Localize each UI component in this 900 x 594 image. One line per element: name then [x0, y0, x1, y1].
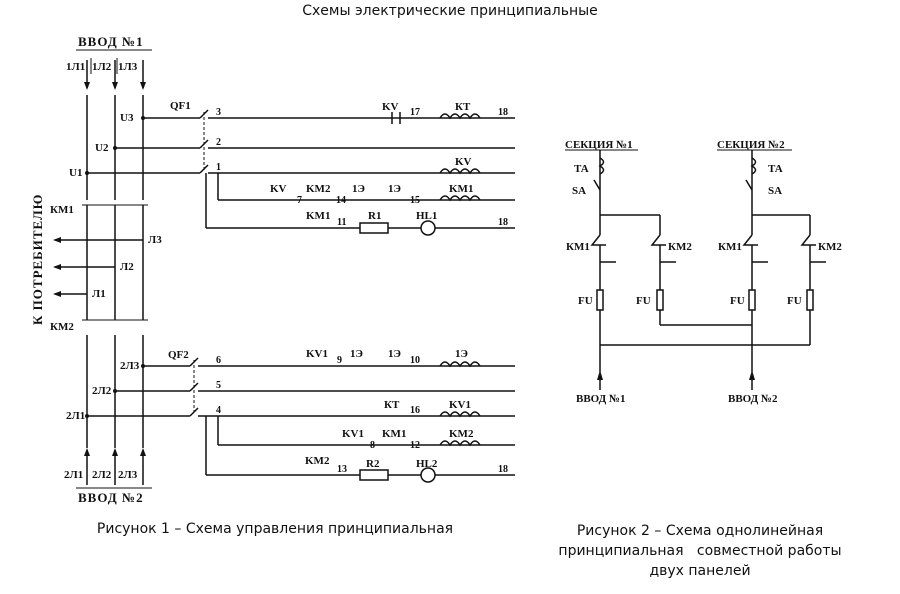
upper-r3-n2: 14 — [336, 195, 346, 206]
fu-label-1: FU — [578, 295, 593, 307]
consumer-label: К ПОТРЕБИТЕЛЮ — [30, 194, 45, 325]
bus-u1: U1 — [69, 167, 82, 179]
upper-r3-coil: KM1 — [449, 183, 473, 195]
km2-label-1: КМ2 — [668, 241, 692, 253]
qf2-breaker — [189, 357, 199, 417]
input2-label: ВВОД №2 — [78, 490, 144, 505]
section1-label: СЕКЦИЯ №1 — [565, 139, 633, 151]
upper-r2-coil: KV — [455, 156, 472, 168]
phase-1l1: 1Л1 — [66, 61, 85, 73]
lower-r4-res: R2 — [366, 458, 380, 470]
figure2-schematic: СЕКЦИЯ №1 СЕКЦИЯ №2 ТА ТА SA SA КМ1 КМ2 … — [565, 139, 842, 405]
consumer-arrows — [53, 237, 143, 297]
figure2-caption-line1: Рисунок 2 – Схема однолинейная — [576, 523, 824, 539]
fu-label-3: FU — [730, 295, 745, 307]
lower-r1-n2: 10 — [410, 355, 420, 366]
node-5: 5 — [216, 380, 221, 391]
bus-2l3: 2Л3 — [120, 360, 140, 372]
phase-2l3: 2Л3 — [118, 469, 138, 481]
out-l3: Л3 — [148, 234, 162, 246]
upper-r4-res: R1 — [368, 210, 381, 222]
lower-r1-c3: 1Э — [388, 348, 401, 360]
figure2-caption-line2: принципиальная совместной работы — [558, 543, 842, 559]
lower-r1-n1: 9 — [337, 355, 342, 366]
km1-label: КМ1 — [50, 204, 74, 216]
input1-arrows — [84, 60, 146, 90]
node-6: 6 — [216, 355, 221, 366]
upper-r1-contact: KV — [382, 101, 399, 113]
lower-r4-lamp: HL2 — [416, 458, 438, 470]
fu-label-4: FU — [787, 295, 802, 307]
section2-label: СЕКЦИЯ №2 — [717, 139, 785, 151]
upper-r3-c4: 1Э — [388, 183, 401, 195]
figure2-caption-line3: двух панелей — [649, 563, 751, 579]
qf1-label: QF1 — [170, 100, 191, 112]
input1-label: ВВОД №1 — [78, 34, 144, 49]
node-4: 4 — [216, 405, 221, 416]
lower-r1-coil: 1Э — [455, 348, 468, 360]
page-title: Схемы электрические принципиальные — [302, 3, 598, 19]
out-l1: Л1 — [92, 288, 106, 300]
figure2-caption: Рисунок 2 – Схема однолинейная принципиа… — [530, 521, 870, 581]
km1-label-1: КМ1 — [566, 241, 590, 253]
lower-r2-contact: КТ — [384, 399, 400, 411]
lower-r2-coil: KV1 — [449, 399, 471, 411]
lower-r3-c2: KM1 — [382, 428, 406, 440]
lower-r4-c1: KM2 — [305, 455, 330, 467]
km-contacts — [590, 234, 816, 246]
figure1-schematic: ВВОД №1 1Л1 1Л2 1Л3 U3 U2 U1 QF1 — [30, 34, 515, 505]
lower-r3-c1: KV1 — [342, 428, 364, 440]
phase-2l1: 2Л1 — [64, 469, 83, 481]
phase-1l3: 1Л3 — [118, 61, 138, 73]
sa-label-1: SA — [572, 185, 586, 197]
fig2-input2: ВВОД №2 — [728, 393, 778, 405]
upper-r3-c2: KM2 — [306, 183, 331, 195]
node-3: 3 — [216, 107, 221, 118]
lower-r4-end: 18 — [498, 464, 508, 475]
sa-label-2: SA — [768, 185, 782, 197]
lower-r4-n1: 13 — [337, 464, 347, 475]
upper-r3-n1: 7 — [297, 195, 302, 206]
phase-2l2: 2Л2 — [92, 469, 112, 481]
upper-r3-c3: 1Э — [352, 183, 365, 195]
out-l2: Л2 — [120, 261, 134, 273]
upper-r3-c1: KV — [270, 183, 287, 195]
upper-r1-end: 18 — [498, 107, 508, 118]
km2-label: КМ2 — [50, 321, 74, 333]
lower-r3-n2: 12 — [410, 440, 420, 451]
qf2-label: QF2 — [168, 349, 189, 361]
bus-u3: U3 — [120, 112, 134, 124]
lower-r2-num: 16 — [410, 405, 420, 416]
km2-label-2: КМ2 — [818, 241, 842, 253]
bus-u2: U2 — [95, 142, 109, 154]
fig2-input1: ВВОД №1 — [576, 393, 626, 405]
node-2: 2 — [216, 137, 221, 148]
upper-r4-c1: KM1 — [306, 210, 330, 222]
lower-r1-c2: 1Э — [350, 348, 363, 360]
upper-r3-n3: 15 — [410, 195, 420, 206]
bus-2l1: 2Л1 — [66, 410, 85, 422]
upper-r4-n1: 11 — [337, 217, 346, 228]
fu-label-2: FU — [636, 295, 651, 307]
input2-arrows — [84, 448, 146, 485]
ta-label-1: ТА — [574, 163, 589, 175]
figure1-caption: Рисунок 1 – Схема управления принципиаль… — [96, 521, 454, 537]
upper-r4-end: 18 — [498, 217, 508, 228]
lower-r3-coil: KM2 — [449, 428, 474, 440]
upper-r1-num: 17 — [410, 107, 420, 118]
bus-2l2: 2Л2 — [92, 385, 112, 397]
qf1-breaker — [199, 109, 209, 174]
upper-r4-lamp: HL1 — [416, 210, 437, 222]
lower-r1-c1: KV1 — [306, 348, 328, 360]
upper-r1-coil: КТ — [455, 101, 471, 113]
ta-label-2: ТА — [768, 163, 783, 175]
km1-label-2: КМ1 — [718, 241, 742, 253]
phase-1l2: 1Л2 — [92, 61, 112, 73]
lower-r3-n1: 8 — [370, 440, 375, 451]
node-1: 1 — [216, 162, 221, 173]
